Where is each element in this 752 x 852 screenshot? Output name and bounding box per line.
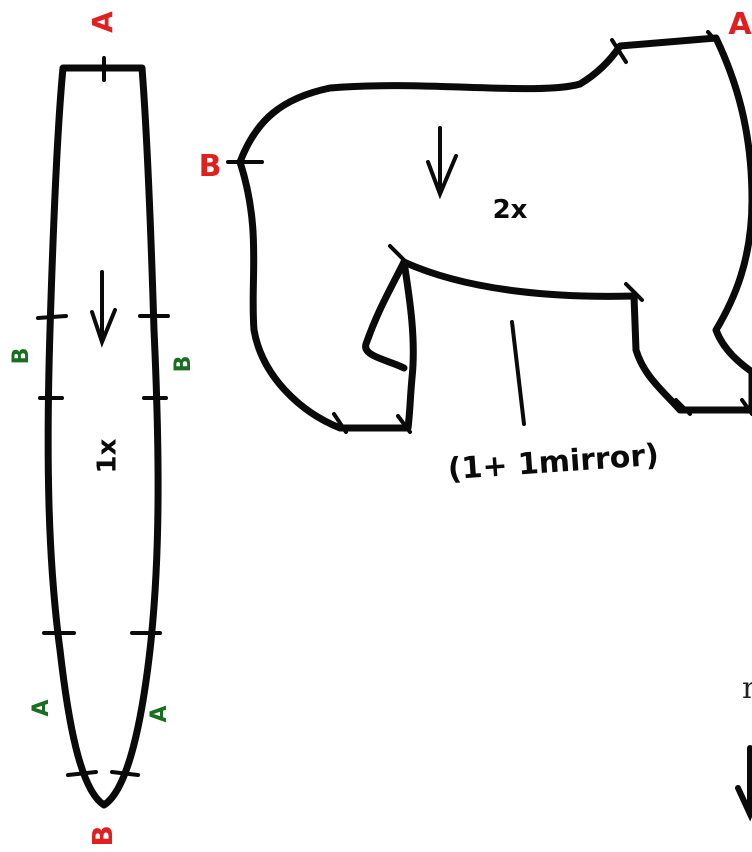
grainline-arrow-icon — [426, 126, 458, 200]
body-notches — [226, 30, 752, 434]
gusset-mark-right-upper: B — [171, 356, 196, 373]
leg-curve-detail — [362, 258, 408, 372]
arrow-down-icon — [735, 745, 752, 822]
body-note: (1+ 1mirror) — [447, 438, 660, 488]
edge-text-fragment: n — [742, 671, 752, 706]
gusset-mark-right-lower: A — [147, 705, 172, 722]
body-outline — [236, 34, 752, 432]
body-piece: 2x (1+ 1mirror) B A — [199, 7, 752, 487]
body-label-top: A — [728, 7, 752, 42]
gusset-label-bottom: B — [86, 825, 119, 846]
body-count: 2x — [493, 195, 528, 225]
gusset-label-top: A — [86, 11, 119, 33]
grainline-arrow-icon — [90, 270, 117, 348]
note-leader-line — [510, 320, 526, 426]
gusset-mark-left-upper: B — [9, 348, 34, 365]
gusset-piece: A B 1x B A B A — [9, 11, 196, 847]
gusset-count: 1x — [93, 438, 123, 473]
gusset-outline — [44, 64, 162, 809]
body-label-left: B — [199, 149, 222, 184]
gusset-notches — [36, 56, 170, 777]
gusset-mark-left-lower: A — [29, 699, 54, 716]
